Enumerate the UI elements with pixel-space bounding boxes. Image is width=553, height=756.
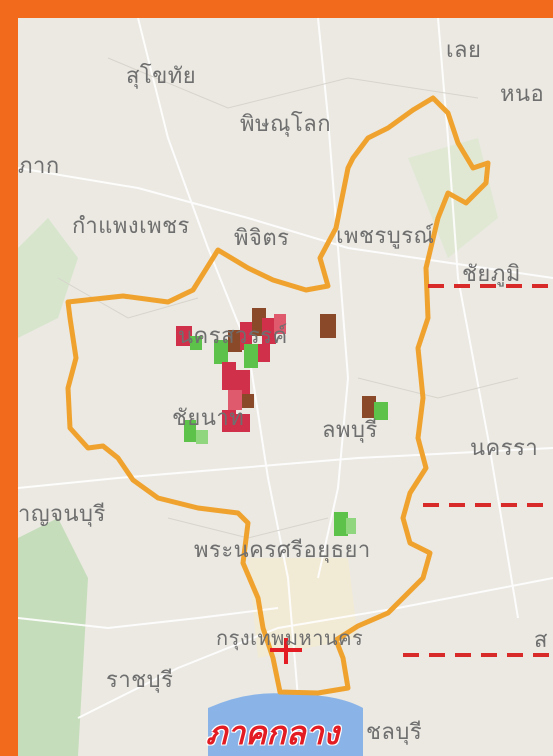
place-label: นครสวรรค์	[178, 324, 288, 349]
marker	[176, 326, 192, 346]
marker	[244, 344, 258, 368]
marker	[262, 318, 276, 344]
central-region-boundary	[65, 95, 491, 696]
marker	[334, 512, 348, 536]
place-label: ภาก	[18, 154, 60, 179]
gulf-of-thailand	[208, 693, 363, 756]
marker	[190, 336, 202, 350]
marker	[196, 430, 208, 444]
station-markers	[176, 308, 388, 536]
place-label: กรุงเทพมหานคร	[216, 626, 364, 650]
urban-area	[248, 558, 358, 658]
place-label: ชลบุรี	[366, 720, 423, 745]
marker	[228, 330, 242, 352]
place-label: พิจิตร	[234, 226, 290, 251]
place-label: นครรา	[470, 436, 539, 461]
region-title: ภาคกลาง	[206, 714, 340, 752]
map-graphics	[18, 18, 553, 756]
place-label: ส	[534, 628, 548, 653]
marker	[184, 420, 196, 442]
place-label: ชัยนาท	[172, 406, 245, 431]
place-label: าญจนบุรี	[18, 502, 106, 527]
place-label: กำแพงเพชร	[72, 214, 190, 239]
place-label: เลย	[446, 38, 482, 63]
marker	[320, 314, 336, 338]
marker	[240, 322, 252, 350]
marker	[236, 370, 250, 394]
place-label: ราชบุรี	[106, 668, 174, 693]
marker	[222, 410, 236, 432]
location-cross-icon	[270, 638, 302, 664]
place-label: พิษณุโลก	[240, 112, 332, 137]
map-canvas[interactable]: สุโขทัย เลย หนอ พิษณุโลก ภาก กำแพงเพชร พ…	[18, 18, 553, 756]
marker	[228, 390, 242, 410]
marker	[274, 314, 286, 334]
place-label: เพชรบูรณ์	[336, 224, 435, 249]
place-label: ลพบุรี	[322, 418, 378, 443]
place-label: สุโขทัย	[126, 64, 197, 89]
place-label: พระนครศรีอยุธยา	[194, 538, 371, 563]
marker	[222, 362, 236, 390]
marker	[374, 402, 388, 420]
place-label: หนอ	[500, 82, 545, 107]
forest-area	[18, 218, 78, 338]
marker	[242, 394, 254, 408]
marker	[362, 396, 376, 418]
marker	[258, 344, 270, 362]
forest-area	[18, 518, 88, 756]
place-label: ชัยภูมิ	[462, 262, 521, 287]
marker	[236, 414, 250, 432]
marker	[214, 340, 228, 364]
marker	[346, 518, 356, 534]
